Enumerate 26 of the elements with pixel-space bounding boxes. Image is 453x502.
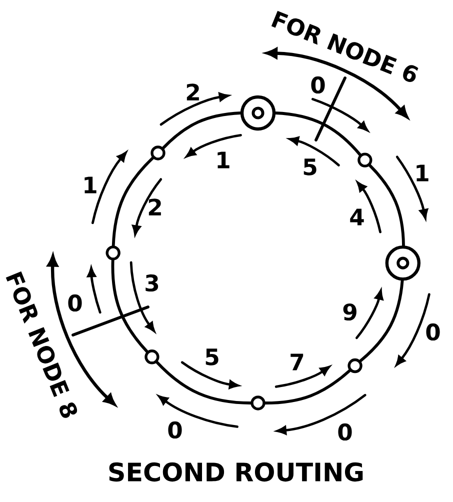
ring-line [156,360,252,404]
ring-node [358,152,372,168]
ring-node [144,350,160,364]
ring-line [368,164,405,247]
ring-node [250,396,266,410]
caption: SECOND ROUTING [109,462,363,482]
ring-line [264,369,352,404]
traffic-number: 0 [168,421,182,439]
traffic-number: 0 [426,323,440,341]
double-circle-node [385,245,421,281]
traffic-number: 7 [290,354,304,370]
ring-line [112,156,154,248]
double-circle-node [240,95,276,131]
traffic-number: 9 [343,303,356,321]
ring-node [348,358,362,374]
ring-line [111,258,148,353]
traffic-number: 3 [146,274,158,292]
traffic-number: 4 [350,208,364,226]
ring-line [162,112,242,150]
traffic-number: 1 [218,152,230,168]
traffic-number: 2 [186,84,199,100]
traffic-number: 1 [84,176,96,194]
ring-node [150,146,166,160]
traffic-number: 5 [206,348,218,366]
traffic-number: 2 [148,198,161,216]
ring-node [106,246,120,260]
